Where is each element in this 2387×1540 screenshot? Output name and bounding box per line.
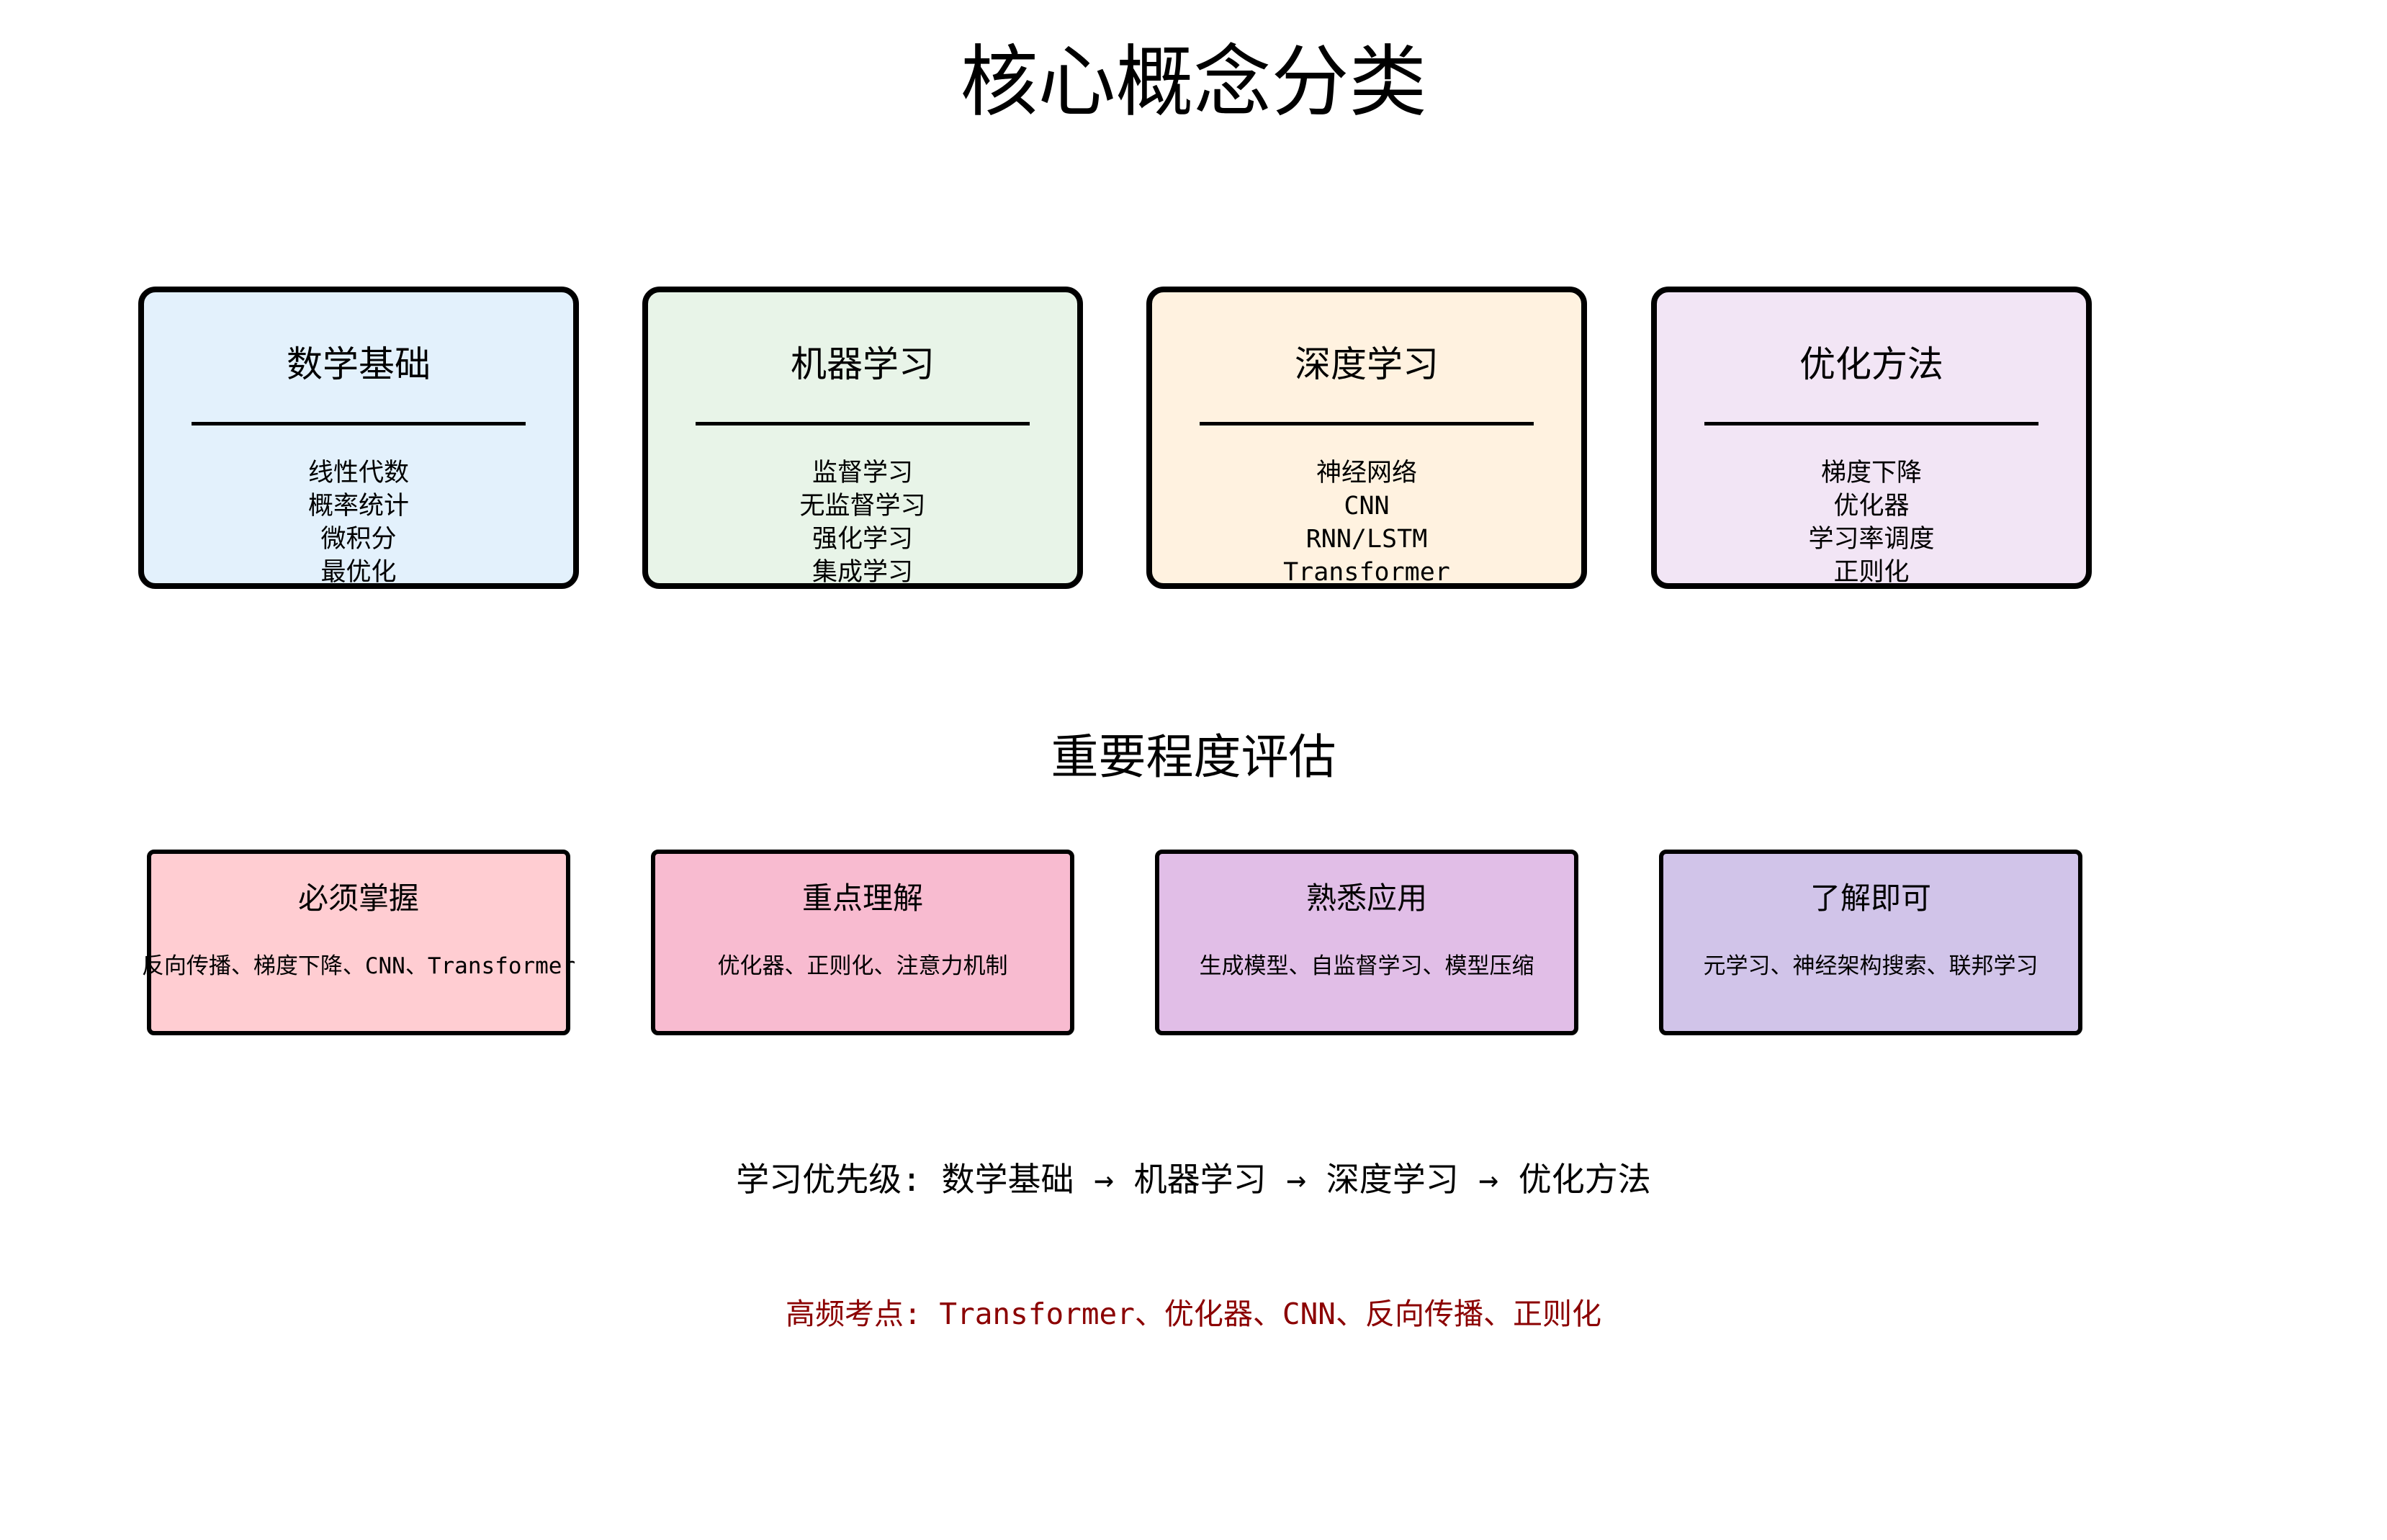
high-frequency-topics-text: 高频考点: Transformer、优化器、CNN、反向传播、正则化 [786,1297,1601,1331]
importance-level-title: 必须掌握 [297,881,419,916]
category-divider [696,422,1030,425]
importance-card-familiar: 熟悉应用 生成模型、自监督学习、模型压缩 [1155,850,1578,1035]
category-item-list: 监督学习 无监督学习 强化学习 集成学习 [648,456,1077,589]
category-item: Transformer [1283,558,1450,587]
category-item: 无监督学习 [799,492,926,521]
category-divider [1200,422,1534,425]
category-item-list: 梯度下降 优化器 学习率调度 正则化 [1657,456,2086,589]
importance-card-aware: 了解即可 元学习、神经架构搜索、联邦学习 [1659,850,2082,1035]
category-card-optimization: 优化方法 梯度下降 优化器 学习率调度 正则化 [1651,287,2092,589]
category-item: 监督学习 [812,459,913,487]
main-title: 核心概念分类 [960,37,1427,127]
category-divider [192,422,526,425]
category-divider [1704,422,2038,425]
category-title: 优化方法 [1799,343,1943,385]
importance-level-topics: 反向传播、梯度下降、CNN、Transformer [141,953,576,979]
importance-section-title: 重要程度评估 [1051,729,1336,785]
category-item: 集成学习 [812,558,913,587]
importance-level-topics: 元学习、神经架构搜索、联邦学习 [1703,953,2038,979]
category-title: 深度学习 [1295,343,1439,385]
category-item: 神经网络 [1316,459,1417,487]
learning-priority-text: 学习优先级: 数学基础 → 机器学习 → 深度学习 → 优化方法 [736,1160,1651,1199]
category-item: 学习率调度 [1808,525,1935,554]
category-item: 概率统计 [307,492,409,521]
importance-level-topics: 生成模型、自监督学习、模型压缩 [1199,953,1534,979]
importance-level-title: 熟悉应用 [1305,881,1427,916]
category-item: RNN/LSTM [1305,525,1428,554]
category-card-ml: 机器学习 监督学习 无监督学习 强化学习 集成学习 [642,287,1083,589]
category-item-list: 线性代数 概率统计 微积分 最优化 [144,456,573,589]
importance-level-topics: 优化器、正则化、注意力机制 [717,953,1008,979]
category-item: 梯度下降 [1820,459,1922,487]
importance-level-title: 了解即可 [1810,881,1931,916]
category-card-math: 数学基础 线性代数 概率统计 微积分 最优化 [138,287,579,589]
importance-card-key: 重点理解 优化器、正则化、注意力机制 [651,850,1074,1035]
category-item: 正则化 [1833,558,1910,587]
category-item: CNN [1344,492,1390,521]
category-item: 线性代数 [307,459,409,487]
importance-card-must: 必须掌握 反向传播、梯度下降、CNN、Transformer [142,850,575,1035]
category-item: 强化学习 [812,525,913,554]
category-item: 优化器 [1833,492,1910,521]
category-item-list: 神经网络 CNN RNN/LSTM Transformer [1152,456,1581,589]
category-title: 机器学习 [791,343,935,385]
category-item: 微积分 [320,525,397,554]
category-title: 数学基础 [287,343,431,385]
category-item: 最优化 [320,558,397,587]
category-card-dl: 深度学习 神经网络 CNN RNN/LSTM Transformer [1146,287,1587,589]
importance-level-title: 重点理解 [801,881,923,916]
